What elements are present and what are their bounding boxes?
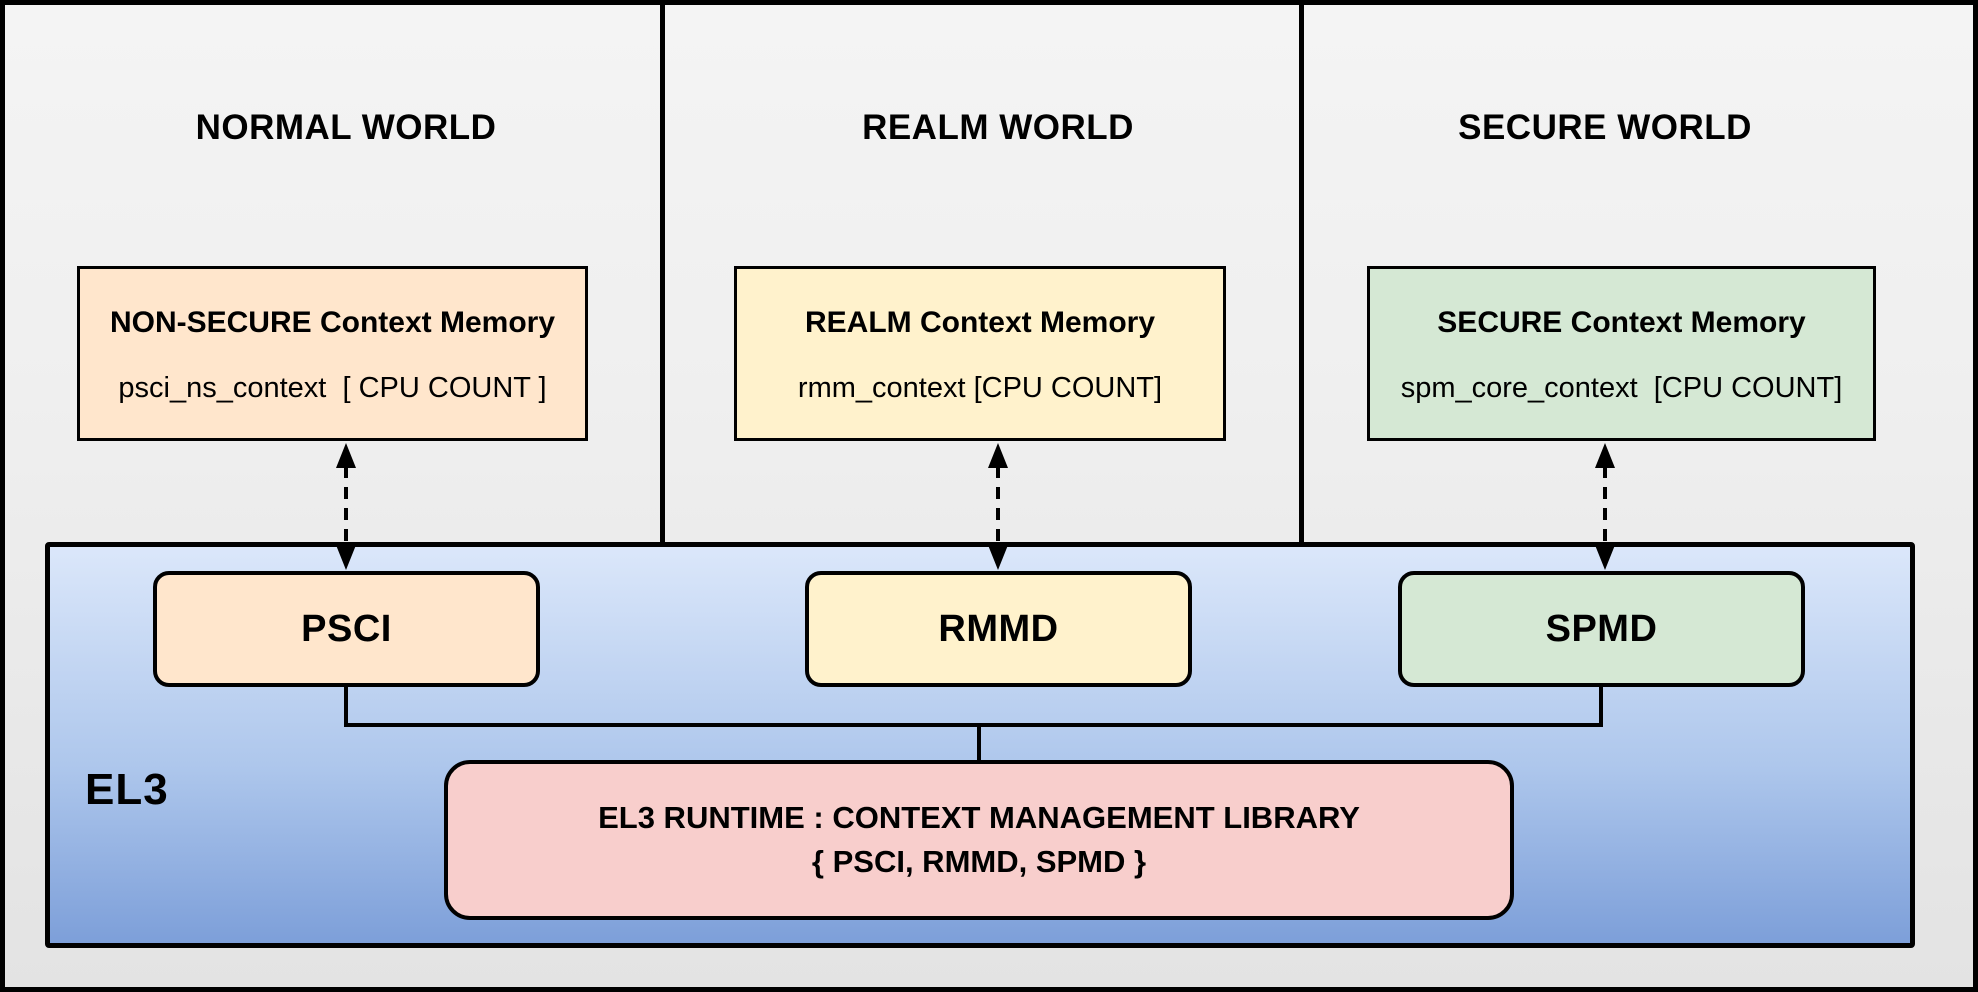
el3-runtime-line1: EL3 RUNTIME : CONTEXT MANAGEMENT LIBRARY — [598, 800, 1360, 835]
rmmd-dispatcher-label: RMMD — [938, 607, 1059, 650]
non-secure-context-memory-title: NON-SECURE Context Memory — [109, 306, 556, 339]
realm-world-title: REALM WORLD — [862, 108, 1134, 147]
realm-context-memory-box: REALM Context Memory rmm_context [CPU CO… — [734, 266, 1226, 441]
el3-label: EL3 — [85, 765, 169, 814]
realm-context-memory-title: REALM Context Memory — [804, 306, 1156, 339]
spmd-dispatcher-box: SPMD — [1398, 571, 1805, 687]
rmmd-dispatcher-box: RMMD — [805, 571, 1192, 687]
psci-dispatcher-label: PSCI — [301, 607, 392, 650]
secure-world-title: SECURE WORLD — [1458, 108, 1752, 147]
spmd-dispatcher-label: SPMD — [1545, 607, 1658, 650]
world-divider-left — [660, 5, 665, 542]
secure-context-memory-box: SECURE Context Memory spm_core_context [… — [1367, 266, 1876, 441]
non-secure-context-memory-value: psci_ns_context [ CPU COUNT ] — [118, 372, 547, 404]
normal-world-title: NORMAL WORLD — [195, 108, 497, 147]
world-divider-right — [1299, 5, 1304, 542]
psci-dispatcher-box: PSCI — [153, 571, 540, 687]
secure-context-memory-title: SECURE Context Memory — [1437, 306, 1806, 339]
el3-runtime-line2: { PSCI, RMMD, SPMD } — [811, 844, 1147, 879]
non-secure-context-memory-box: NON-SECURE Context Memory psci_ns_contex… — [77, 266, 588, 441]
el3-runtime-context-mgmt-box: EL3 RUNTIME : CONTEXT MANAGEMENT LIBRARY… — [444, 760, 1514, 920]
realm-context-memory-value: rmm_context [CPU COUNT] — [797, 372, 1163, 404]
secure-context-memory-value: spm_core_context [CPU COUNT] — [1400, 372, 1843, 404]
